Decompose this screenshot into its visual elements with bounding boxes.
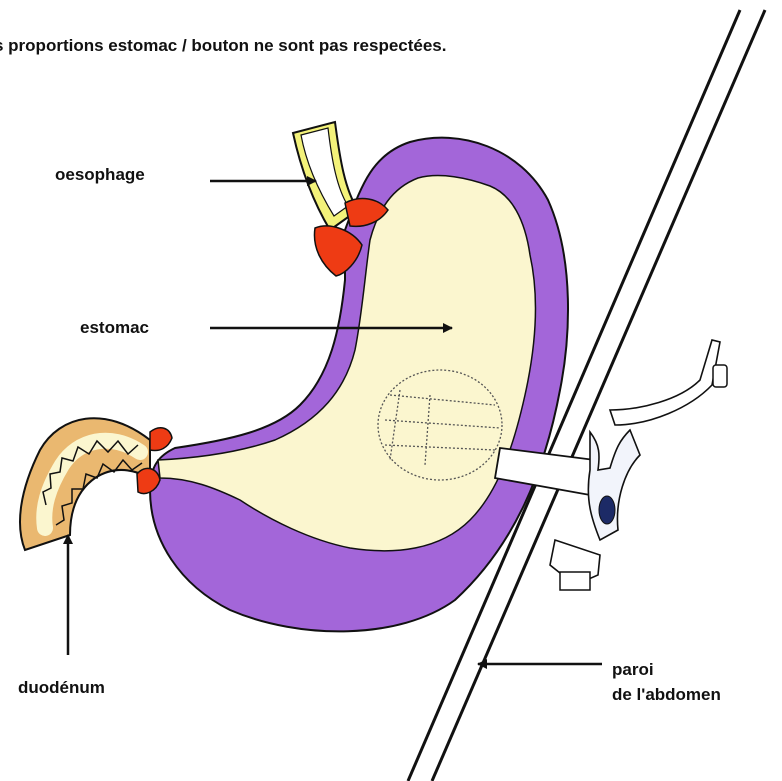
diagram-caption: s proportions estomac / bouton ne sont p… — [0, 36, 446, 56]
label-duodenum: duodénum — [18, 678, 105, 698]
label-paroi-abdomen: paroi de l'abdomen — [612, 657, 721, 707]
label-estomac: estomac — [80, 318, 149, 338]
duodenum-shape — [20, 418, 150, 550]
label-paroi-line1: paroi — [612, 657, 721, 682]
label-oesophage: oesophage — [55, 165, 145, 185]
label-paroi-line2: de l'abdomen — [612, 682, 721, 707]
